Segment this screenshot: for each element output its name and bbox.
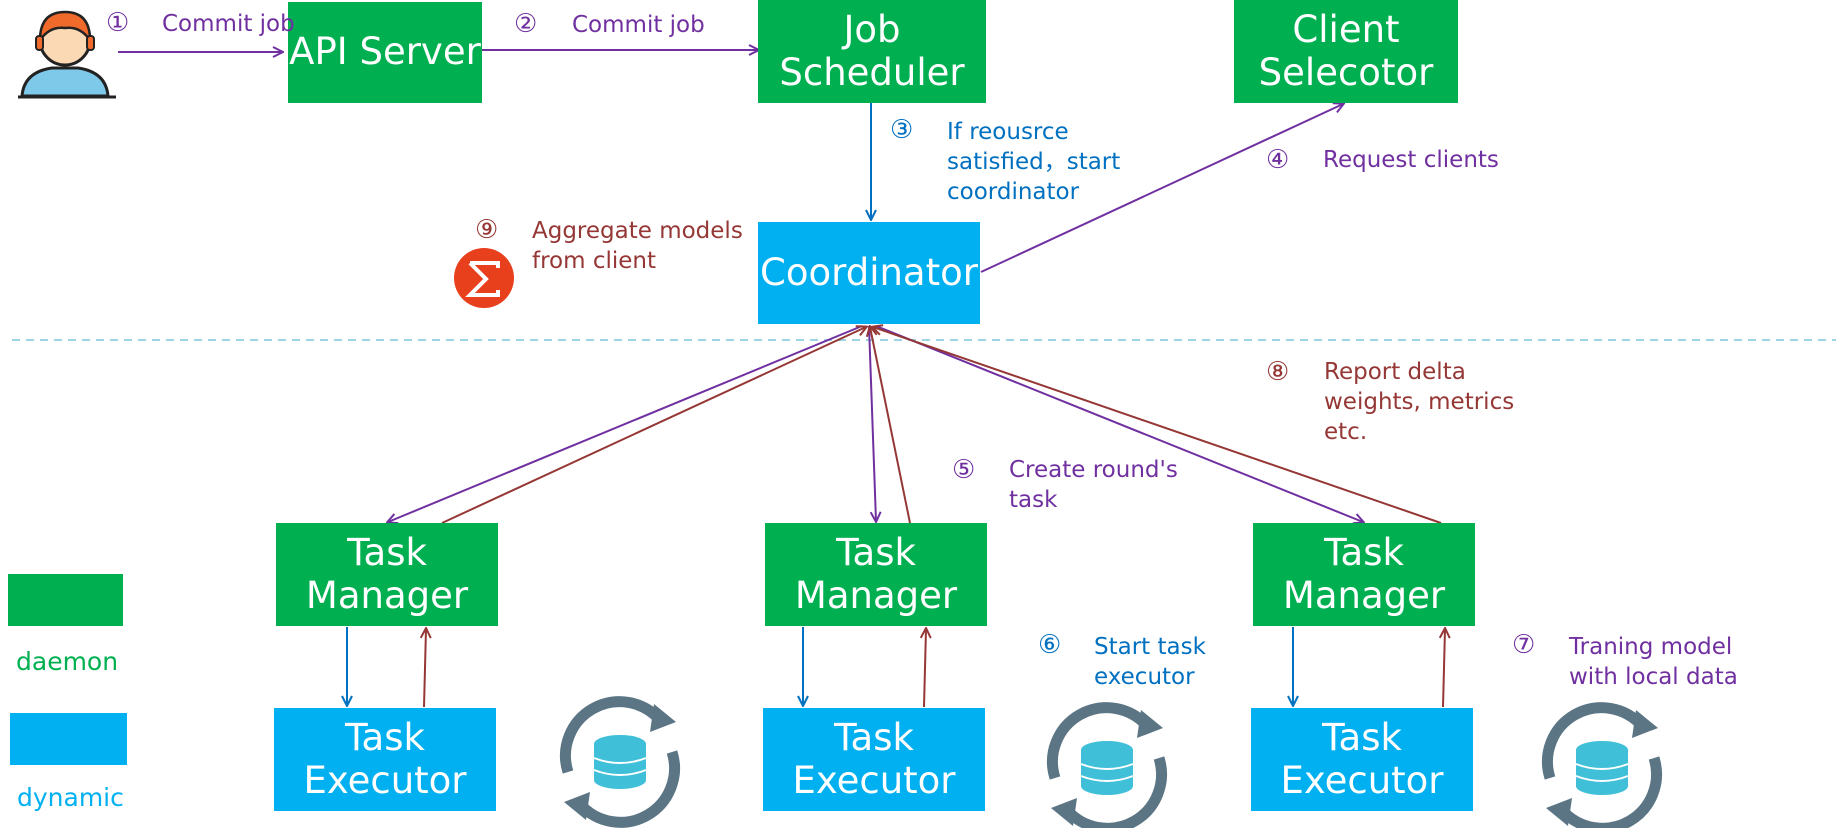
step-3-label-line3: coordinator [947, 179, 1080, 205]
task-manager-label-line2: Manager [305, 573, 469, 617]
step-9-label-line1: Aggregate models [532, 218, 743, 244]
arrow-coordinator-to-tm1 [388, 325, 863, 522]
task-manager-label-line2: Manager [794, 573, 958, 617]
job-scheduler-label-line1: Job [843, 7, 901, 51]
step-9-label: Aggregate models from client [532, 216, 743, 276]
step-2-label-line1: Commit job [572, 12, 705, 38]
step-3-label: If reousrce satisfied，start coordinator [947, 117, 1120, 207]
sigma-icon [454, 248, 514, 308]
task-manager-box-2: Task Manager [765, 523, 987, 626]
step-4-label-line1: Request clients [1323, 147, 1499, 173]
step-3-label-line2: satisfied，start [947, 149, 1121, 175]
task-executor-box-1: Task Executor [274, 708, 496, 811]
task-executor-label-line2: Executor [303, 758, 467, 802]
task-manager-label-line1: Task [347, 530, 427, 574]
arrow-coordinator-to-selector [980, 104, 1343, 273]
api-server-box: API Server [288, 2, 482, 103]
step-8-label-line1: Report delta [1324, 359, 1466, 385]
step-1-label-line1: Commit job [162, 11, 295, 37]
step-8-number: ⑧ [1266, 357, 1290, 387]
step-5-label-line2: task [1009, 487, 1058, 513]
user-icon [18, 10, 116, 99]
step-6-label: Start task executor [1094, 632, 1206, 692]
database-sync-icon [1541, 702, 1663, 828]
arrow-coordinator-to-tm3 [875, 325, 1363, 522]
step-7-label-line2: with local data [1569, 664, 1738, 690]
step-4-number: ④ [1266, 145, 1290, 175]
task-executor-label-line1: Task [1322, 715, 1402, 759]
arrow-coordinator-to-tm2 [868, 325, 876, 521]
step-3-number: ③ [890, 115, 914, 145]
step-8-label-line3: etc. [1324, 419, 1368, 445]
job-scheduler-box: Job Scheduler [758, 0, 986, 103]
client-selector-label-line2: Selecotor [1258, 50, 1434, 94]
arrow-tm2-to-coordinator [870, 327, 911, 524]
legend-daemon-label: daemon [16, 647, 119, 676]
step-7-label: Traning model with local data [1569, 632, 1738, 692]
step-1-number: ① [106, 8, 130, 38]
arrow-exec2-to-tm [924, 629, 926, 708]
step-4-label: Request clients [1323, 145, 1499, 175]
task-manager-box-3: Task Manager [1253, 523, 1475, 626]
coordinator-box: Coordinator [758, 222, 980, 324]
step-6-label-line2: executor [1094, 664, 1195, 690]
arrow-exec3-to-tm [1443, 629, 1445, 708]
task-executor-label-line2: Executor [1280, 758, 1444, 802]
task-executor-box-3: Task Executor [1251, 708, 1473, 811]
api-server-label: API Server [289, 30, 481, 74]
client-selector-label-line1: Client [1292, 7, 1400, 51]
step-6-number: ⑥ [1038, 630, 1062, 660]
task-executor-label-line1: Task [834, 715, 914, 759]
step-2-label: Commit job [572, 10, 705, 40]
step-5-label: Create round's task [1009, 455, 1178, 515]
step-8-label-line2: weights, metrics [1324, 389, 1515, 415]
step-2-number: ② [514, 9, 538, 39]
step-6-label-line1: Start task [1094, 634, 1206, 660]
step-8-label: Report delta weights, metrics etc. [1324, 357, 1514, 447]
coordinator-label: Coordinator [760, 250, 978, 294]
step-1-label: Commit job [162, 9, 295, 39]
task-manager-label-line1: Task [836, 530, 916, 574]
step-3-label-line1: If reousrce [947, 119, 1069, 145]
database-sync-icon [559, 696, 681, 828]
legend-dynamic-swatch [10, 713, 127, 765]
task-manager-label-line1: Task [1324, 530, 1404, 574]
task-executor-label-line1: Task [345, 715, 425, 759]
task-manager-box-1: Task Manager [276, 523, 498, 626]
step-9-label-line2: from client [532, 248, 657, 274]
database-sync-icon [1046, 702, 1168, 828]
step-5-label-line1: Create round's [1009, 457, 1178, 483]
arrow-tm3-to-coordinator [873, 327, 1442, 524]
client-selector-box: Client Selecotor [1234, 0, 1458, 103]
step-7-label-line1: Traning model [1569, 634, 1733, 660]
task-manager-label-line2: Manager [1282, 573, 1446, 617]
step-7-number: ⑦ [1512, 630, 1536, 660]
step-9-number: ⑨ [475, 215, 499, 245]
task-executor-label-line2: Executor [792, 758, 956, 802]
job-scheduler-label-line2: Scheduler [779, 50, 965, 94]
legend-daemon-swatch [8, 574, 123, 626]
step-5-number: ⑤ [952, 455, 976, 485]
arrow-exec1-to-tm [424, 629, 426, 708]
task-executor-box-2: Task Executor [763, 708, 985, 811]
legend-dynamic-label: dynamic [17, 783, 124, 812]
arrow-tm1-to-coordinator [441, 327, 866, 524]
